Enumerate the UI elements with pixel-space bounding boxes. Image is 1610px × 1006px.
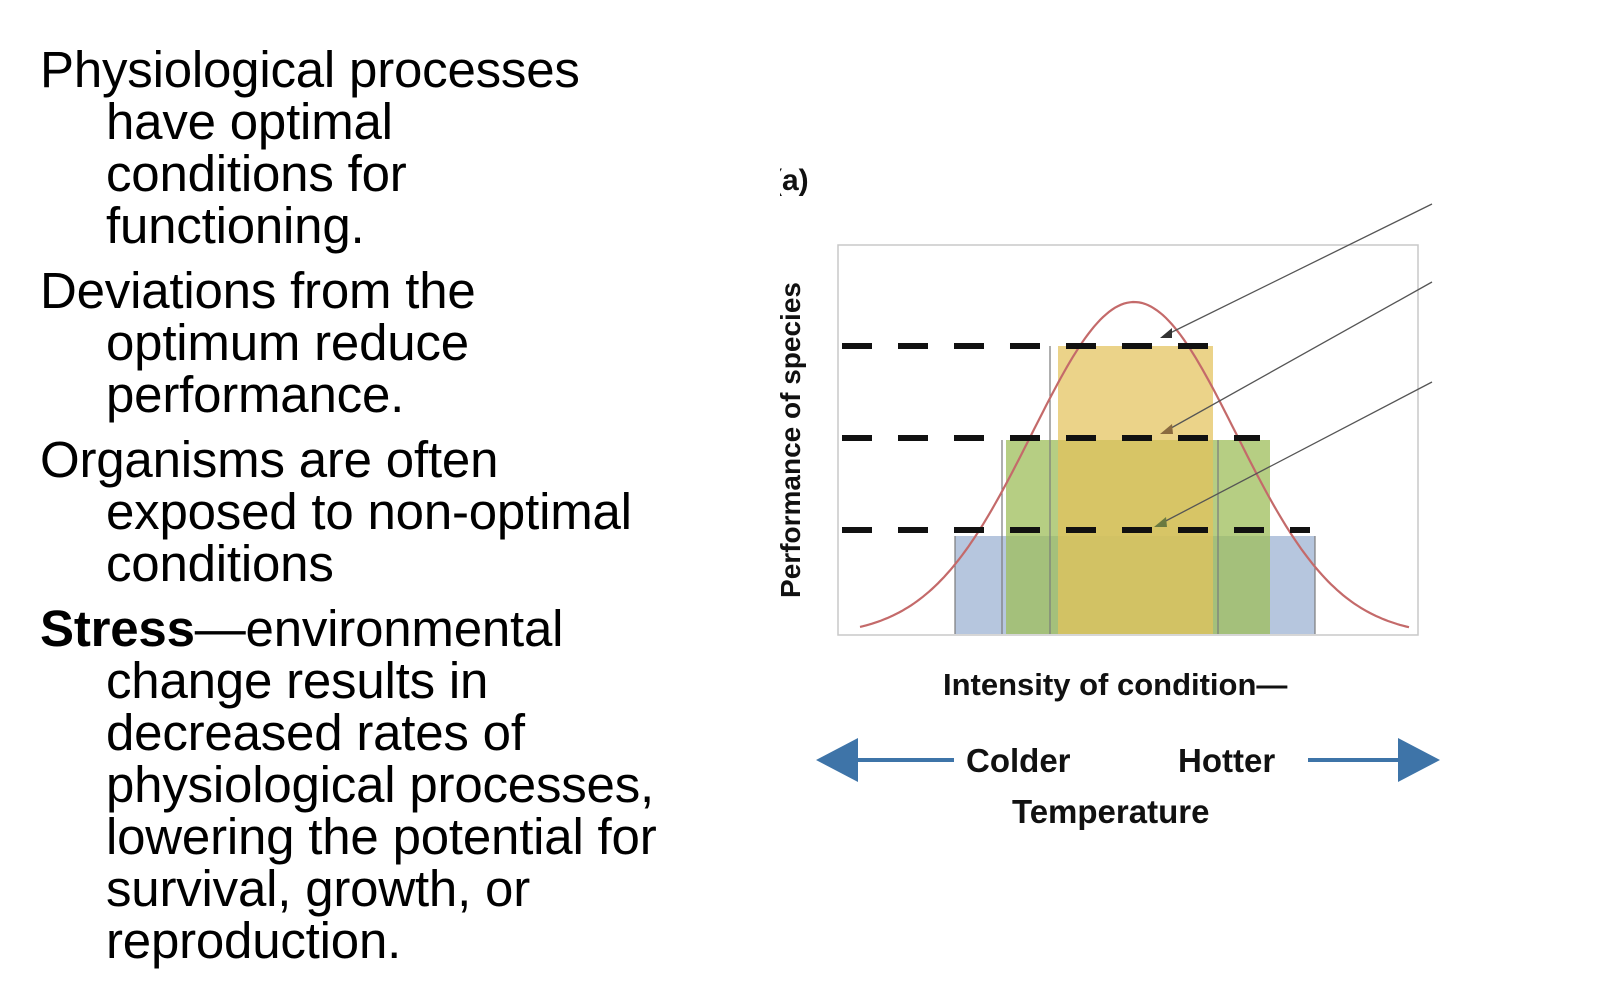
temperature-label: Temperature: [1012, 793, 1209, 830]
bullet-item-1: Physiological processes have optimal con…: [40, 41, 580, 254]
colder-label: Colder: [966, 742, 1071, 779]
colder-arrow-icon: [816, 738, 858, 782]
hotter-arrow-icon: [1398, 738, 1440, 782]
panel-label: (a): [780, 164, 809, 197]
performance-curve-figure: (a) Performance of species: [780, 150, 1580, 870]
bullet-item-3: Organisms are often exposed to non-optim…: [40, 431, 632, 592]
threshold-dashes: [842, 343, 1310, 533]
band-edge-lines: [954, 346, 1316, 634]
bullet-item-2: Deviations from the optimum reduce perfo…: [40, 262, 476, 423]
callout-arrowhead: [1160, 328, 1172, 338]
stress-term: Stress: [40, 600, 195, 657]
callout-arrowhead: [1154, 517, 1167, 527]
hotter-label: Hotter: [1178, 742, 1275, 779]
bullet-list: Physiological processes have optimal con…: [40, 44, 740, 980]
figure-canvas: (a) Performance of species: [780, 164, 1440, 830]
callout-pointers: [1154, 203, 1433, 527]
callout-arrowhead: [1160, 424, 1173, 434]
top-performance-band: [1058, 346, 1213, 634]
x-axis-label: Intensity of condition—: [943, 667, 1287, 702]
temperature-arrows: [816, 738, 1440, 782]
callout-line-middle: [1163, 281, 1433, 433]
y-axis-label: Performance of species: [780, 282, 806, 598]
callout-line-top: [1163, 203, 1433, 337]
bullet-item-4: Stress—environmental change results in d…: [40, 600, 657, 969]
callout-line-bottom: [1157, 381, 1433, 526]
performance-curve: [859, 300, 1410, 629]
